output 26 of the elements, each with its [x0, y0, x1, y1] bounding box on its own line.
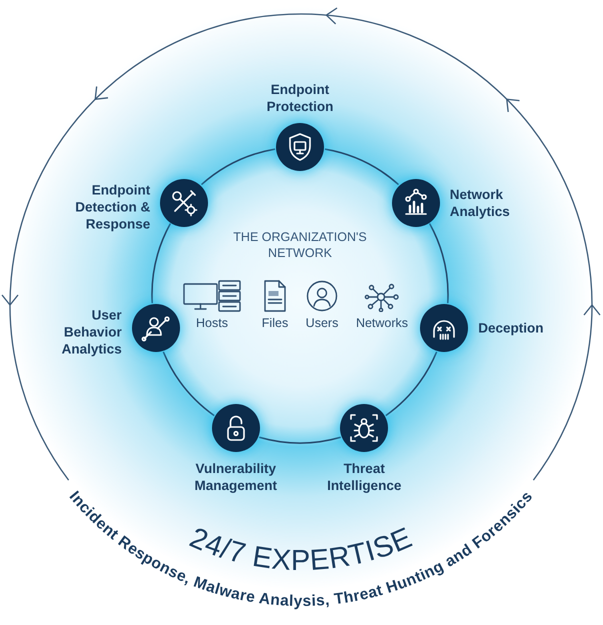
connector-line — [162, 351, 215, 416]
connector-line — [151, 223, 172, 304]
connector-line — [428, 223, 449, 304]
network-heading: THE ORGANIZATION'S NETWORK — [232, 229, 368, 261]
node-label: Endpoint Detection & Response — [74, 181, 150, 232]
node-label: Network Analytics — [450, 186, 511, 220]
node-label: Threat Intelligence — [326, 460, 402, 494]
bug-icon — [340, 404, 388, 452]
tools-icon — [160, 178, 208, 227]
node-label: Deception — [478, 319, 545, 336]
face-icon — [420, 304, 468, 352]
icon-caption: Hosts — [196, 316, 228, 331]
person-chart-icon — [132, 304, 180, 352]
node-label: Endpoint Protection — [266, 81, 334, 115]
padlock-icon — [212, 404, 260, 452]
chart-icon — [392, 178, 440, 227]
icon-caption: Networks — [356, 316, 408, 331]
connector-line — [259, 436, 341, 444]
shield-icon — [276, 123, 324, 171]
connector-line — [324, 148, 399, 186]
connector-line — [385, 351, 438, 416]
connector-line — [201, 148, 276, 186]
icon-caption: Users — [306, 316, 338, 331]
node-label: User Behavior Analytics — [60, 306, 122, 358]
icon-caption: Files — [262, 316, 288, 331]
node-label: Vulnerability Management — [194, 460, 278, 494]
